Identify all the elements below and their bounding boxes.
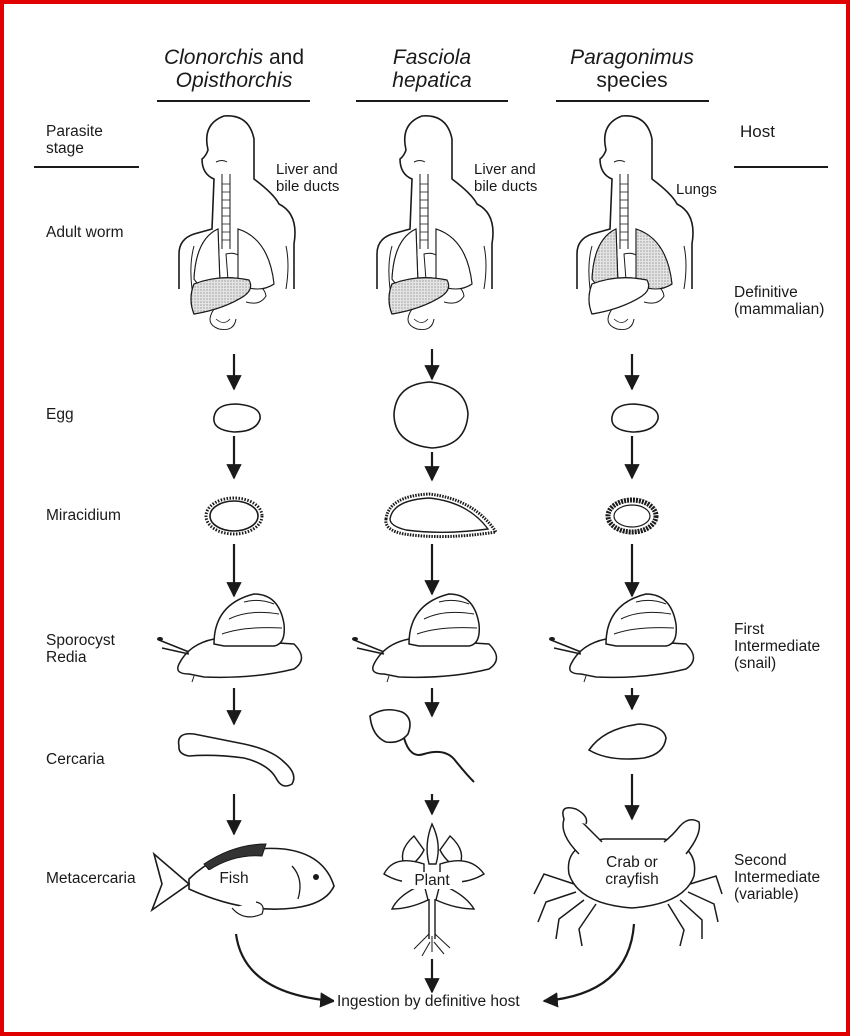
fish-label: Fish bbox=[204, 870, 264, 887]
stage-metacercaria: Metacercaria bbox=[46, 870, 136, 887]
stage-egg: Egg bbox=[46, 406, 74, 423]
column-title-2: Fasciola hepatica bbox=[342, 46, 522, 92]
miracidium-2 bbox=[386, 494, 496, 537]
crab-label: Crab or crayfish bbox=[592, 854, 672, 888]
column-title-1-genus: Clonorchis bbox=[164, 46, 263, 69]
egg-2 bbox=[394, 382, 468, 448]
plant bbox=[384, 824, 484, 956]
parasite-stage-header: Parasite stage bbox=[46, 123, 103, 157]
organ-label-1: Liver and bile ducts bbox=[276, 162, 339, 195]
column-title-1: Clonorchis and Opisthorchis bbox=[144, 46, 324, 92]
column-title-3-second: species bbox=[596, 69, 667, 92]
organ-label-3: Lungs bbox=[676, 182, 717, 199]
plant-label: Plant bbox=[402, 872, 462, 889]
stage-adult-worm: Adult worm bbox=[46, 224, 124, 241]
cercaria-1 bbox=[179, 734, 294, 786]
egg-3 bbox=[612, 404, 658, 432]
stage-sporocyst-redia: Sporocyst Redia bbox=[46, 632, 115, 666]
torso-figure-1 bbox=[179, 116, 295, 330]
host-first-intermediate: First Intermediate (snail) bbox=[734, 621, 820, 672]
miracidium-3 bbox=[608, 500, 656, 532]
host-second-intermediate: Second Intermediate (variable) bbox=[734, 852, 820, 903]
column-title-3: Paragonimus species bbox=[542, 46, 722, 92]
column-title-2-genus: Fasciola bbox=[393, 46, 471, 69]
organ-label-2: Liver and bile ducts bbox=[474, 162, 537, 195]
torso-figure-3 bbox=[577, 116, 693, 330]
miracidium-1 bbox=[206, 498, 262, 534]
ingestion-label: Ingestion by definitive host bbox=[334, 993, 523, 1010]
stage-miracidium: Miracidium bbox=[46, 507, 121, 524]
column-title-1-second: Opisthorchis bbox=[176, 69, 293, 92]
title-underlines bbox=[34, 101, 828, 167]
cercaria-2 bbox=[370, 710, 474, 782]
egg-1 bbox=[214, 404, 260, 432]
snail-3 bbox=[549, 594, 694, 682]
torso-figure-2 bbox=[377, 116, 493, 330]
column-title-3-genus: Paragonimus bbox=[570, 46, 694, 69]
cercaria-3 bbox=[589, 724, 666, 759]
snail-1 bbox=[157, 594, 302, 682]
column-title-1-conjunction: and bbox=[263, 46, 304, 69]
host-header: Host bbox=[740, 123, 775, 142]
host-definitive: Definitive (mammalian) bbox=[734, 284, 824, 318]
snail-2 bbox=[352, 594, 497, 682]
stage-cercaria: Cercaria bbox=[46, 751, 105, 768]
column-title-2-second: hepatica bbox=[392, 69, 471, 92]
